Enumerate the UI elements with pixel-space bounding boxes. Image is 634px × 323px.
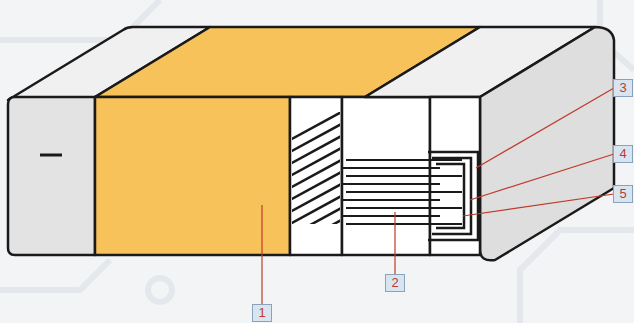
- dielectric-hatch: [292, 112, 340, 224]
- leader-lines: [262, 88, 614, 304]
- internal-electrodes: [342, 160, 462, 224]
- callout-number: 3: [613, 79, 633, 97]
- callout-number: 4: [613, 145, 633, 163]
- callout-number: 2: [385, 274, 405, 292]
- termination-layers: [428, 152, 478, 240]
- callout-number: 5: [613, 185, 633, 203]
- right-terminal: [365, 27, 614, 260]
- callout-number: 1: [252, 304, 272, 322]
